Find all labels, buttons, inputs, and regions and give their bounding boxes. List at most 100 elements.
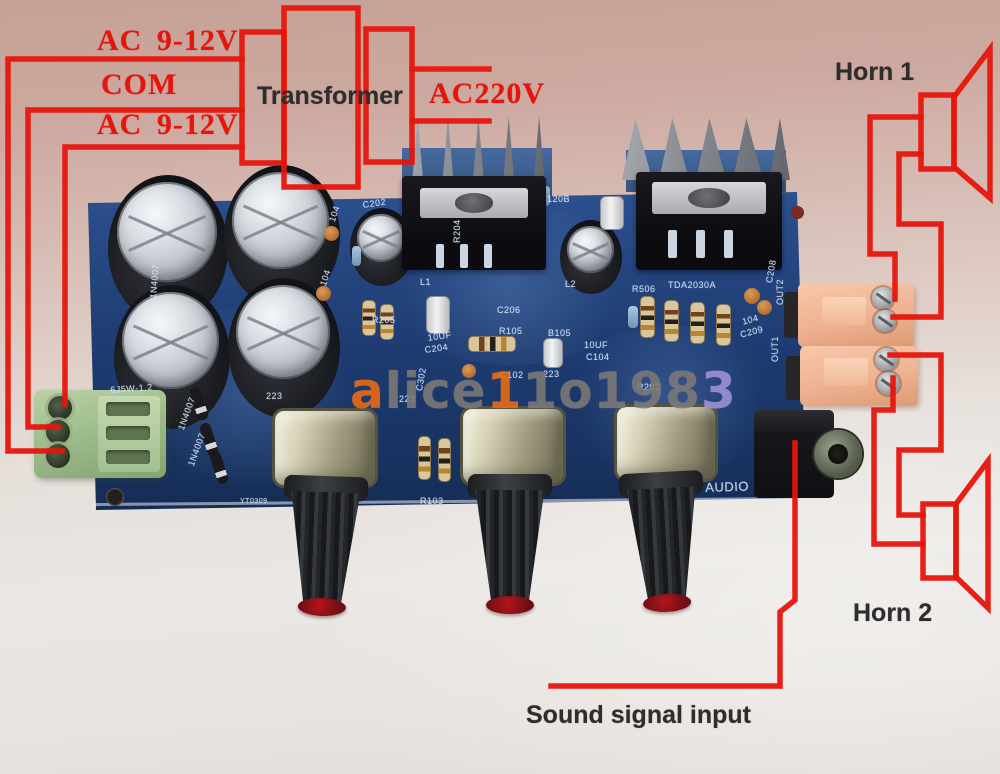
- chip-metal-tab: [652, 182, 766, 214]
- ac-input-terminal-green: [34, 390, 166, 478]
- watermark-char: a: [350, 362, 385, 420]
- terminal-slot: [106, 402, 150, 416]
- resistor: [690, 302, 705, 344]
- silkscreen-label: R103: [420, 496, 444, 506]
- resistor: [438, 438, 451, 482]
- wire-sound-signal: [548, 440, 798, 689]
- watermark-char: 1: [486, 362, 523, 420]
- mounting-hole: [791, 206, 804, 219]
- label-horn1: Horn 1: [835, 58, 915, 86]
- mini-capacitor: [426, 296, 450, 334]
- silkscreen-label: C206: [497, 305, 521, 315]
- transformer-primary-box: [363, 26, 415, 165]
- silkscreen-label: C104: [586, 352, 610, 362]
- resistor: [468, 336, 516, 352]
- tda2030-chip: [636, 172, 782, 270]
- terminal-screw: [872, 287, 894, 309]
- horn2-speaker-icon: [920, 501, 959, 581]
- watermark-char: i: [402, 362, 422, 420]
- resistor: [640, 296, 655, 338]
- audio-jack-barrel: [814, 430, 862, 478]
- wire-horn2-b: [871, 375, 926, 547]
- label-com: COM: [101, 68, 178, 101]
- ceramic-disc-capacitor: [316, 286, 331, 301]
- silkscreen-label: R205: [372, 315, 396, 325]
- terminal-screw: [46, 444, 70, 468]
- resistor: [418, 436, 431, 480]
- silkscreen-label: C102: [500, 370, 524, 380]
- chip-pin-slot: [668, 230, 677, 258]
- tda2030-chip: [402, 176, 546, 270]
- terminal-screw: [48, 396, 72, 420]
- label-sound-signal-input: Sound signal input: [526, 701, 751, 729]
- chip-metal-tab: [420, 188, 528, 218]
- silkscreen-label: B105: [548, 328, 572, 338]
- watermark-char: c: [421, 362, 452, 420]
- watermark-char: o: [558, 362, 594, 420]
- resistor: [716, 304, 731, 346]
- watermark-char: l: [384, 362, 403, 420]
- resistor: [362, 300, 376, 336]
- wire-horn2-a: [887, 352, 944, 518]
- label-ac-input-top: AC 9-12V: [97, 24, 239, 57]
- transformer-secondary-box: [239, 29, 287, 166]
- mini-capacitor: [600, 196, 624, 230]
- label-transformer: Transformer: [257, 82, 403, 110]
- capacitor-top: [122, 292, 219, 389]
- watermark-char: 1: [593, 362, 630, 420]
- horn2-speaker-cone-icon: [953, 452, 991, 615]
- wire-horn1-b: [890, 151, 944, 320]
- silkscreen-label: R506: [632, 284, 656, 294]
- chip-pin-slot: [436, 244, 444, 268]
- resistor: [380, 304, 394, 340]
- wire-ac-bottom: [62, 144, 245, 407]
- silkscreen-label: R105: [499, 326, 523, 336]
- watermark-char: 1: [522, 362, 559, 420]
- silkscreen-label: 223: [266, 391, 283, 401]
- chip-pin-slot: [724, 230, 733, 258]
- capacitor-top: [567, 226, 614, 273]
- label-ac220v: AC220V: [429, 77, 545, 110]
- silkscreen-label: L1: [420, 277, 432, 287]
- watermark-char: e: [451, 362, 487, 420]
- speaker-terminal-out1: [800, 346, 918, 406]
- silkscreen-label: 223: [399, 394, 416, 404]
- silkscreen-label: YT0309: [240, 498, 268, 505]
- chip-pin-slot: [460, 244, 468, 268]
- capacitor-top: [357, 214, 405, 262]
- terminal-pins: [784, 292, 800, 338]
- silkscreen-label: 10UF: [584, 340, 609, 350]
- resistor: [664, 300, 679, 342]
- watermark-char: 3: [700, 362, 737, 420]
- silkscreen-label: R202: [637, 382, 661, 392]
- volume-knob: [468, 474, 552, 616]
- wire-com: [25, 107, 245, 430]
- small-component: [628, 306, 638, 328]
- watermark-char: 8: [665, 362, 701, 420]
- ceramic-disc-capacitor: [744, 288, 760, 304]
- mini-capacitor: [543, 338, 563, 368]
- terminal-slot: [106, 450, 150, 464]
- wire-ac-top: [5, 56, 245, 454]
- ceramic-disc-capacitor: [462, 364, 476, 378]
- small-component: [352, 246, 361, 266]
- terminal-pins: [786, 356, 802, 400]
- watermark-char: 9: [629, 362, 666, 420]
- chip-pin-slot: [484, 244, 492, 268]
- terminal-screw: [46, 420, 70, 444]
- ceramic-disc-capacitor: [757, 300, 772, 315]
- silkscreen-label: 223: [543, 369, 560, 379]
- terminal-step: [824, 358, 868, 386]
- silkscreen-label: 120B: [547, 194, 571, 204]
- wire-horn1-a: [867, 114, 924, 302]
- capacitor-top: [236, 285, 330, 379]
- horn1-speaker-cone-icon: [951, 40, 993, 204]
- capacitor-top: [117, 182, 217, 282]
- knob-red-tip: [486, 596, 534, 614]
- terminal-slot: [106, 426, 150, 440]
- silkscreen-label: L2: [565, 279, 577, 289]
- mounting-hole: [106, 488, 124, 506]
